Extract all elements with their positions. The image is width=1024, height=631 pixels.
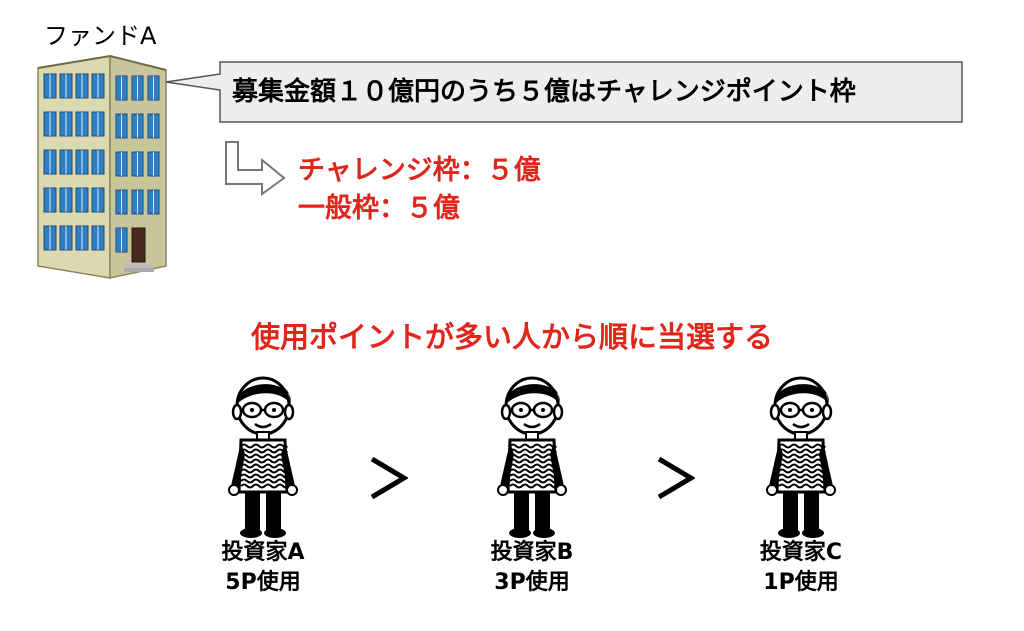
building-icon <box>37 54 167 279</box>
investor-points: 3P使用 <box>494 570 570 595</box>
investor-name: 投資家B <box>490 540 574 565</box>
investor-c-caption: 投資家C 1P使用 <box>711 538 891 598</box>
investor-c-figure <box>766 376 836 538</box>
challenge-allocation: チャレンジ枠：５億 <box>298 155 541 186</box>
speech-callout <box>165 61 963 123</box>
investor-name: 投資家A <box>221 540 305 565</box>
greater-than-icon <box>657 456 695 500</box>
greater-than-icon <box>370 456 408 500</box>
investor-b-figure <box>497 376 567 538</box>
investor-points: 5P使用 <box>225 570 301 595</box>
investor-a-figure <box>228 376 298 538</box>
selection-rule: 使用ポイントが多い人から順に当選する <box>250 320 773 354</box>
callout-text: 募集金額１０億円のうち５億はチャレンジポイント枠 <box>232 77 856 107</box>
investor-a-caption: 投資家A 5P使用 <box>173 538 353 598</box>
general-allocation: 一般枠：５億 <box>298 193 460 224</box>
investor-name: 投資家C <box>759 540 843 565</box>
investor-b-caption: 投資家B 3P使用 <box>442 538 622 598</box>
bent-arrow-icon <box>225 141 286 196</box>
investor-points: 1P使用 <box>763 570 839 595</box>
fund-label: ファンドA <box>44 22 157 50</box>
